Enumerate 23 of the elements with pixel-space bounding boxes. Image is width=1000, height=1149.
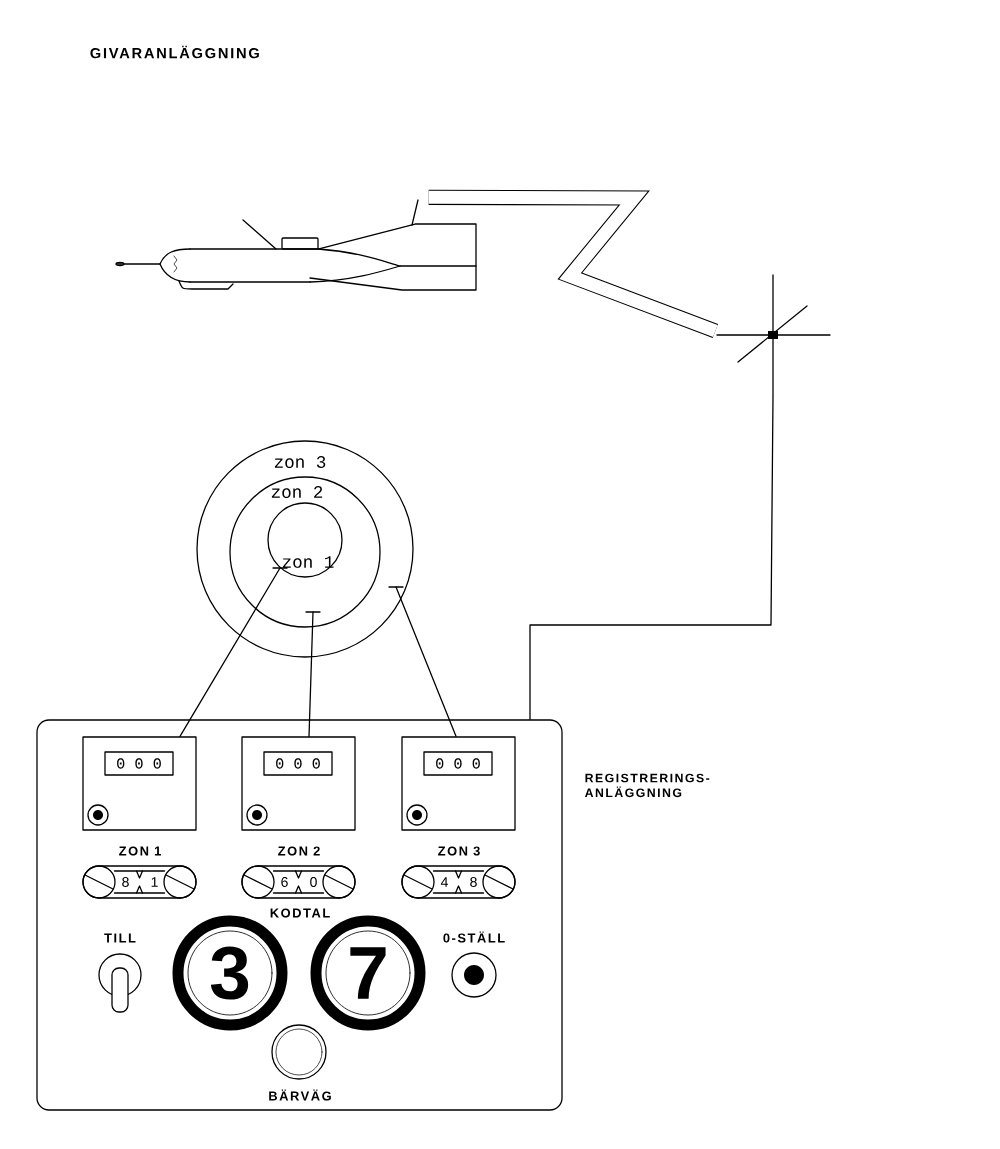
antenna-drawing — [716, 274, 831, 396]
panel-heading: REGISTRERINGS- ANLÄGGNING — [584, 773, 710, 798]
zone-label: ZON 1 — [119, 846, 161, 856]
missile-drawing — [115, 199, 477, 291]
leader-line — [395, 586, 457, 737]
panel-label: KODTAL — [270, 908, 330, 918]
counter: 0 0 0 — [401, 736, 516, 831]
zone-label: ZON 3 — [438, 846, 480, 856]
switch-label: TILL — [104, 933, 136, 943]
lamp-label: BÄRVÄG — [269, 1089, 331, 1101]
code-wheel: 4 8 — [401, 865, 516, 899]
code-wheel: 8 1 — [82, 865, 197, 899]
leader-line — [179, 567, 281, 737]
code-wheel: 6 0 — [241, 865, 356, 899]
button-label: 0-STÄLL — [443, 931, 505, 943]
target-ring: zon 1 — [267, 502, 343, 578]
cable — [529, 395, 774, 720]
radio-signal — [428, 189, 719, 339]
counter: 0 0 0 — [82, 736, 197, 831]
zone-label: ZON 2 — [278, 846, 320, 856]
leader-line — [308, 611, 314, 737]
counter: 0 0 0 — [241, 736, 356, 831]
section-heading: GIVARANLÄGGNING — [90, 45, 259, 59]
